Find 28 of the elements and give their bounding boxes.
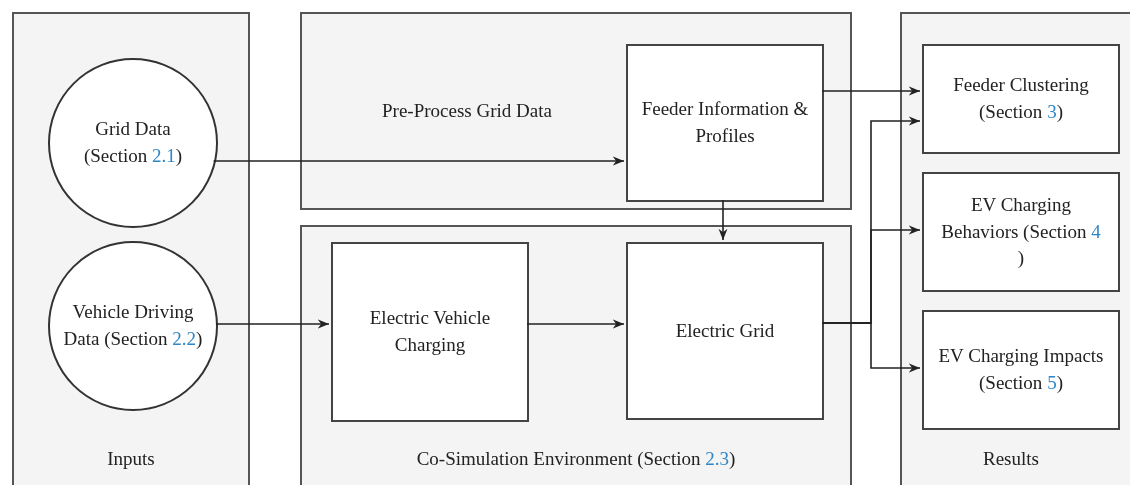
environment-panel	[300, 225, 852, 485]
process-box	[626, 44, 824, 202]
panel-title: Co-Simulation Environment (Section 2.3)	[415, 447, 737, 471]
result-box	[922, 44, 1120, 154]
results-panel	[900, 12, 1130, 485]
node-label: Vehicle Driving Data (Section 2.2)	[62, 300, 204, 351]
arrow	[212, 156, 625, 166]
node-label: EV Charging Behaviors (Section 4 )	[940, 193, 1102, 271]
arrow	[215, 319, 330, 329]
node-label: Electric Vehicle Charging	[368, 306, 492, 357]
arrow	[718, 199, 728, 241]
process-box	[626, 242, 824, 420]
result-box	[922, 310, 1120, 430]
process-box	[331, 242, 529, 422]
node-label: EV Charging Impacts (Section 5)	[937, 344, 1105, 395]
panel-title: Results	[982, 447, 1040, 471]
panel-title: Pre-Process Grid Data	[381, 99, 553, 123]
input-panel	[12, 12, 250, 485]
node-label: Grid Data (Section 2.1)	[82, 117, 184, 168]
arrow	[526, 319, 625, 329]
process-panel	[300, 12, 852, 210]
panel-title: Inputs	[106, 447, 156, 471]
arrow	[821, 322, 921, 373]
node-label: Feeder Information & Profiles	[640, 97, 810, 148]
arrow	[821, 86, 921, 96]
node-label: Feeder Clustering (Section 3)	[952, 73, 1090, 124]
node-label: Electric Grid	[675, 318, 775, 343]
result-box	[922, 172, 1120, 292]
